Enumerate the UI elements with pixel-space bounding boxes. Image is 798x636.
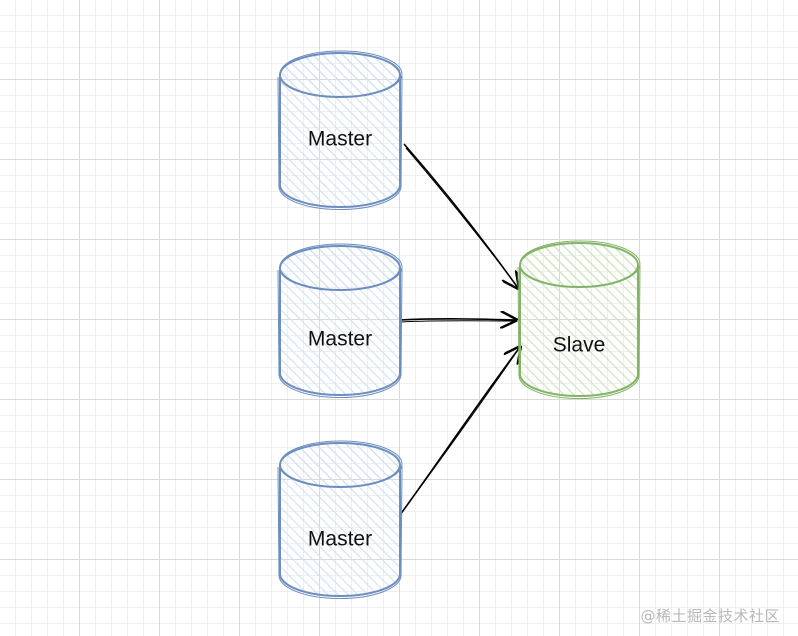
edge-master1-to-slave (403, 143, 518, 288)
master-label-3: Master (308, 528, 372, 551)
master-label-2: Master (308, 328, 372, 351)
master-node-3[interactable]: Master (277, 440, 403, 599)
edge-master3-to-slave (399, 347, 520, 516)
watermark-text: @稀土掘金技术社区 (640, 607, 780, 625)
slave-label: Slave (553, 334, 606, 357)
edge-master2-to-slave (399, 319, 516, 322)
slave-node[interactable]: Slave (517, 240, 641, 399)
master-label-1: Master (308, 128, 372, 151)
master-node-2[interactable]: Master (277, 243, 403, 398)
master-node-1[interactable]: Master (277, 50, 403, 210)
